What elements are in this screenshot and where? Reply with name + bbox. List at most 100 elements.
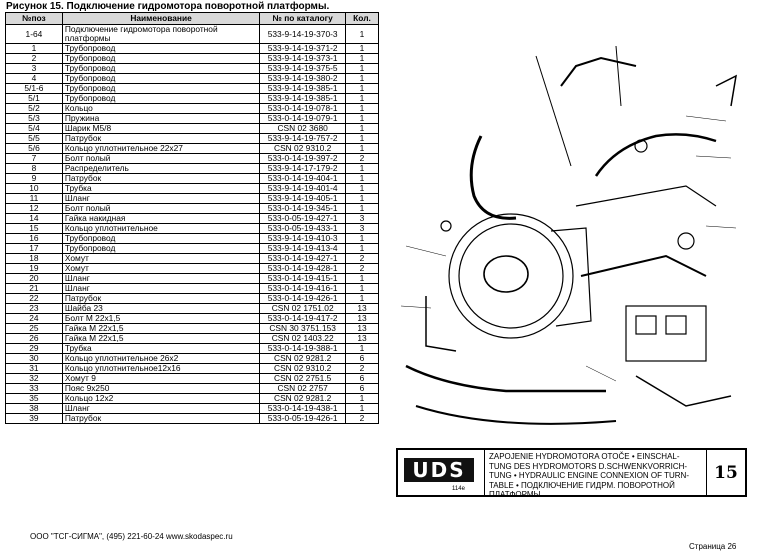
table-header-row: №поз Наименование № по каталогу Кол. <box>5 12 379 25</box>
cell-pos: 12 <box>5 203 63 214</box>
cell-catalog: 533-0-14-19-404-1 <box>259 173 347 184</box>
cell-catalog: 533-9-14-19-405-1 <box>259 193 347 204</box>
title-block-line: TUNG DES HYDROMOTORS D.SCHWENKVORRICH- <box>489 461 688 471</box>
cell-qty: 1 <box>345 93 379 104</box>
cell-name: Шарик М5/8 <box>61 123 261 134</box>
cell-catalog: 533-0-14-19-397-2 <box>259 153 347 164</box>
cell-pos: 9 <box>5 173 63 184</box>
cell-pos: 5/4 <box>5 123 63 134</box>
cell-qty: 1 <box>345 24 379 44</box>
cell-name: Шланг <box>61 403 261 414</box>
logo-box: UDS 114e <box>398 450 485 495</box>
cell-pos: 32 <box>5 373 63 384</box>
cell-qty: 13 <box>345 313 379 324</box>
cell-pos: 5/1-6 <box>5 83 63 94</box>
cell-qty: 1 <box>345 193 379 204</box>
cell-pos: 39 <box>5 413 63 424</box>
cell-catalog: 533-9-14-17-179-2 <box>259 163 347 174</box>
cell-qty: 1 <box>345 293 379 304</box>
cell-qty: 1 <box>345 83 379 94</box>
cell-pos: 20 <box>5 273 63 284</box>
cell-name: Хомут <box>61 263 261 274</box>
cell-name: Трубка <box>61 343 261 354</box>
cell-pos: 23 <box>5 303 63 314</box>
cell-name: Кольцо уплотнительное <box>61 223 261 234</box>
cell-catalog: 533-9-14-19-410-3 <box>259 233 347 244</box>
cell-catalog: 533-0-05-19-433-1 <box>259 223 347 234</box>
cell-qty: 1 <box>345 73 379 84</box>
footer-company: ООО "ТСГ-СИГМА", (495) 221-60-24 www.sko… <box>30 532 233 541</box>
cell-name: Распределитель <box>61 163 261 174</box>
cell-name: Трубопровод <box>61 233 261 244</box>
cell-pos: 14 <box>5 213 63 224</box>
cell-catalog: 533-0-05-19-427-1 <box>259 213 347 224</box>
cell-pos: 1 <box>5 43 63 54</box>
cell-qty: 1 <box>345 343 379 354</box>
cell-name: Кольцо уплотнительное 22х27 <box>61 143 261 154</box>
cell-qty: 1 <box>345 273 379 284</box>
cell-catalog: 533-0-14-19-416-1 <box>259 283 347 294</box>
cell-pos: 21 <box>5 283 63 294</box>
cell-pos: 25 <box>5 323 63 334</box>
cell-catalog: 533-9-14-19-757-2 <box>259 133 347 144</box>
cell-qty: 2 <box>345 153 379 164</box>
cell-name: Кольцо 12х2 <box>61 393 261 404</box>
cell-catalog: CSN 02 2757 <box>259 383 347 394</box>
cell-qty: 1 <box>345 393 379 404</box>
cell-name: Кольцо уплотнительное 26х2 <box>61 353 261 364</box>
distributor-block <box>625 305 707 362</box>
cell-catalog: 533-0-14-19-388-1 <box>259 343 347 354</box>
logo-subtext: 114e <box>452 486 465 492</box>
cell-pos: 5/2 <box>5 103 63 114</box>
cell-name: Хомут <box>61 253 261 264</box>
cell-name: Шланг <box>61 273 261 284</box>
cell-name: Трубопровод <box>61 73 261 84</box>
cell-qty: 13 <box>345 303 379 314</box>
cell-name: Патрубок <box>61 413 261 424</box>
cell-pos: 33 <box>5 383 63 394</box>
cell-qty: 1 <box>345 53 379 64</box>
cell-qty: 13 <box>345 323 379 334</box>
cell-name: Трубопровод <box>61 243 261 254</box>
cell-pos: 7 <box>5 153 63 164</box>
cell-qty: 1 <box>345 243 379 254</box>
cell-catalog: 533-9-14-19-385-1 <box>259 93 347 104</box>
cell-catalog: 533-0-14-19-415-1 <box>259 273 347 284</box>
cell-name: Патрубок <box>61 133 261 144</box>
cell-name: Патрубок <box>61 173 261 184</box>
cell-pos: 2 <box>5 53 63 64</box>
cell-catalog: CSN 02 1751.02 <box>259 303 347 314</box>
cell-name: Гайка М 22х1,5 <box>61 333 261 344</box>
figure-title: Рисунок 15. Подключение гидромотора пово… <box>6 1 330 12</box>
cell-name: Трубопровод <box>61 83 261 94</box>
cell-pos: 10 <box>5 183 63 194</box>
cell-pos: 5/5 <box>5 133 63 144</box>
cell-pos: 16 <box>5 233 63 244</box>
cell-qty: 2 <box>345 253 379 264</box>
cell-name: Пояс 9х250 <box>61 383 261 394</box>
cell-qty: 2 <box>345 413 379 424</box>
cell-catalog: 533-9-14-19-380-2 <box>259 73 347 84</box>
cell-pos: 8 <box>5 163 63 174</box>
cell-catalog: 533-0-14-19-079-1 <box>259 113 347 124</box>
hydraulic-diagram <box>400 46 737 425</box>
cell-catalog: 533-9-14-19-373-1 <box>259 53 347 64</box>
cell-catalog: 533-9-14-19-370-3 <box>259 24 347 44</box>
